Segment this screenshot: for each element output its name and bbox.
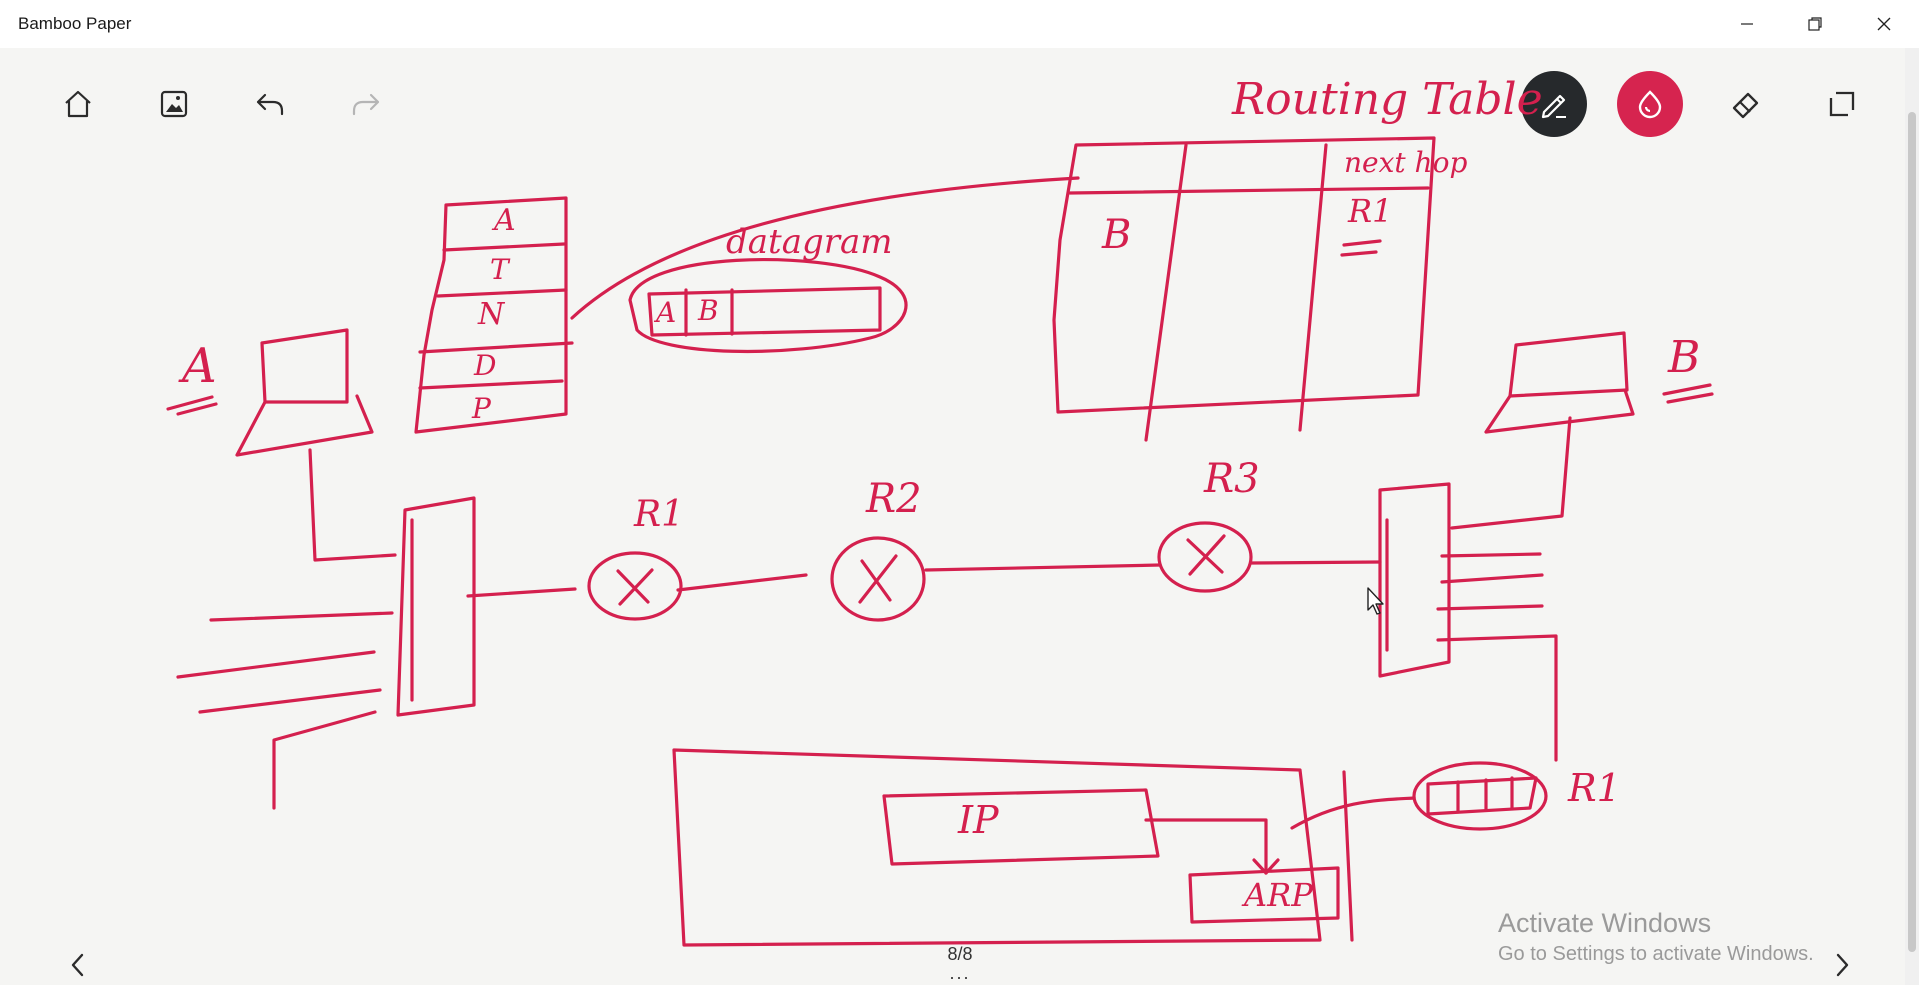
pen-tool-button[interactable] xyxy=(1521,71,1587,137)
routing-table-heading: Routing Table xyxy=(1232,74,1543,125)
lasso-select-icon xyxy=(1829,91,1855,117)
next-page-button[interactable] xyxy=(1822,945,1862,985)
router-r2-label: R2 xyxy=(866,476,922,522)
arp-box-label: ARP xyxy=(1244,876,1313,914)
redo-icon xyxy=(352,93,380,116)
stack-layer-t: T xyxy=(490,253,509,286)
restore-icon xyxy=(1808,17,1822,31)
table-next-hop-header: next hop xyxy=(1344,146,1468,179)
restore-button[interactable] xyxy=(1781,0,1849,48)
table-destination-b: B xyxy=(1102,212,1132,258)
ip-box-label: IP xyxy=(958,798,999,842)
close-icon xyxy=(1877,17,1891,31)
pen-icon xyxy=(1541,94,1566,119)
home-button[interactable] xyxy=(50,76,106,132)
ink-drop-icon xyxy=(1638,90,1662,119)
minimize-button[interactable] xyxy=(1713,0,1781,48)
insert-image-button[interactable] xyxy=(146,76,202,132)
mouse-cursor-icon xyxy=(1367,587,1384,615)
image-icon xyxy=(160,90,188,118)
title-bar: Bamboo Paper xyxy=(0,0,1919,48)
undo-icon xyxy=(256,93,284,116)
drawing-canvas[interactable] xyxy=(0,48,1905,985)
host-b-label: B xyxy=(1668,332,1701,383)
stack-layer-p: P xyxy=(472,392,491,425)
table-next-hop-r1: R1 xyxy=(1348,192,1393,230)
home-icon xyxy=(65,90,91,118)
bottom-router-label: R1 xyxy=(1568,766,1621,810)
activation-title: Activate Windows xyxy=(1498,908,1712,938)
datagram-cell-b: B xyxy=(698,294,719,327)
activation-subtitle: Go to Settings to activate Windows. xyxy=(1498,943,1814,965)
redo-button[interactable] xyxy=(338,76,394,132)
chevron-right-icon xyxy=(1836,953,1849,977)
previous-page-button[interactable] xyxy=(58,945,98,985)
app-title: Bamboo Paper xyxy=(18,14,132,33)
eraser-icon xyxy=(1732,92,1759,119)
more-options-button[interactable]: ... xyxy=(949,963,971,983)
minimize-icon xyxy=(1741,23,1753,25)
router-r3-label: R3 xyxy=(1204,456,1260,502)
undo-button[interactable] xyxy=(242,76,298,132)
stack-layer-n: N xyxy=(478,297,505,332)
datagram-cell-a: A xyxy=(656,296,677,329)
scrollbar-thumb[interactable] xyxy=(1908,112,1916,952)
ink-color-button[interactable] xyxy=(1617,71,1683,137)
chevron-left-icon xyxy=(71,953,84,977)
router-r1-label: R1 xyxy=(634,494,685,535)
host-a-label: A xyxy=(182,338,217,394)
page-indicator: 8/8 xyxy=(947,944,973,964)
eraser-button[interactable] xyxy=(1718,76,1774,132)
activation-watermark: Activate Windows Go to Settings to activ… xyxy=(1498,908,1814,966)
selection-button[interactable] xyxy=(1814,76,1870,132)
close-button[interactable] xyxy=(1850,0,1918,48)
datagram-label: datagram xyxy=(726,222,893,262)
vertical-scrollbar[interactable] xyxy=(1905,48,1919,985)
stack-layer-a: A xyxy=(494,203,516,238)
stack-layer-d: D xyxy=(474,349,497,382)
